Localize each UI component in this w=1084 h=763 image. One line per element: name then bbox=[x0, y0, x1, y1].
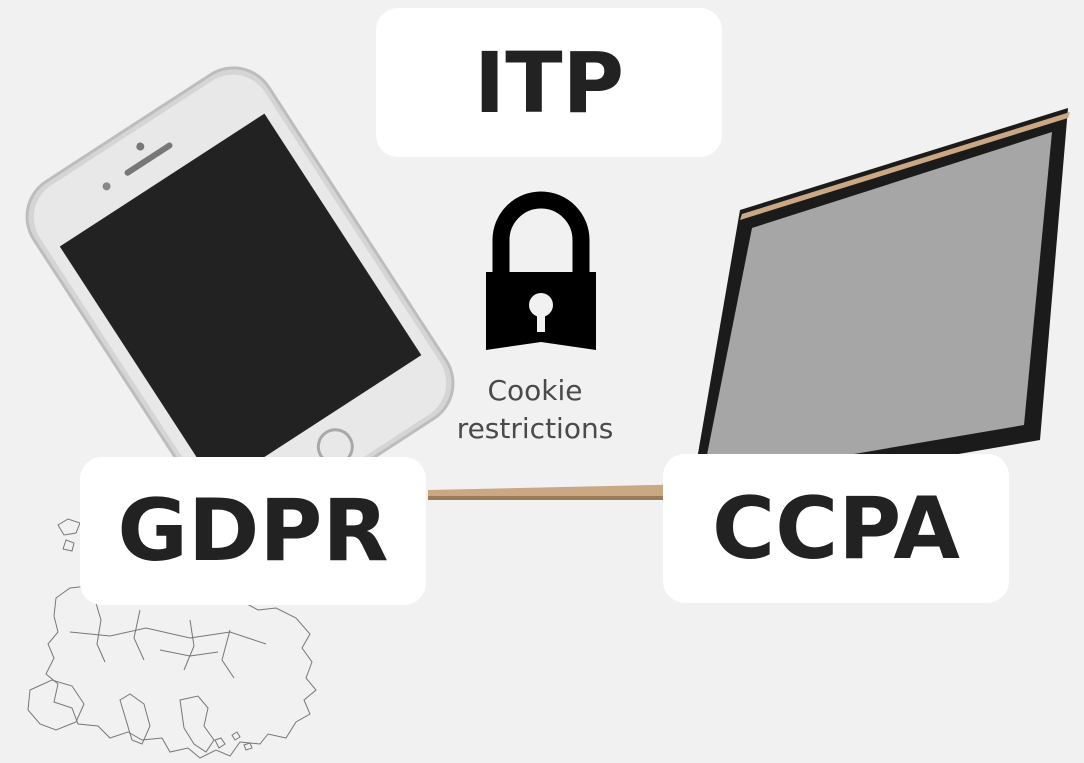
ccpa-card: CCPA bbox=[663, 454, 1009, 603]
itp-card: ITP bbox=[376, 8, 722, 157]
lock-caption: Cookie restrictions bbox=[440, 372, 630, 448]
gdpr-card: GDPR bbox=[80, 457, 426, 605]
lock-caption-line1: Cookie bbox=[487, 374, 583, 407]
gdpr-label: GDPR bbox=[117, 481, 389, 581]
lock-caption-line2: restrictions bbox=[456, 412, 614, 445]
ccpa-label: CCPA bbox=[712, 478, 960, 579]
itp-label: ITP bbox=[473, 33, 625, 132]
